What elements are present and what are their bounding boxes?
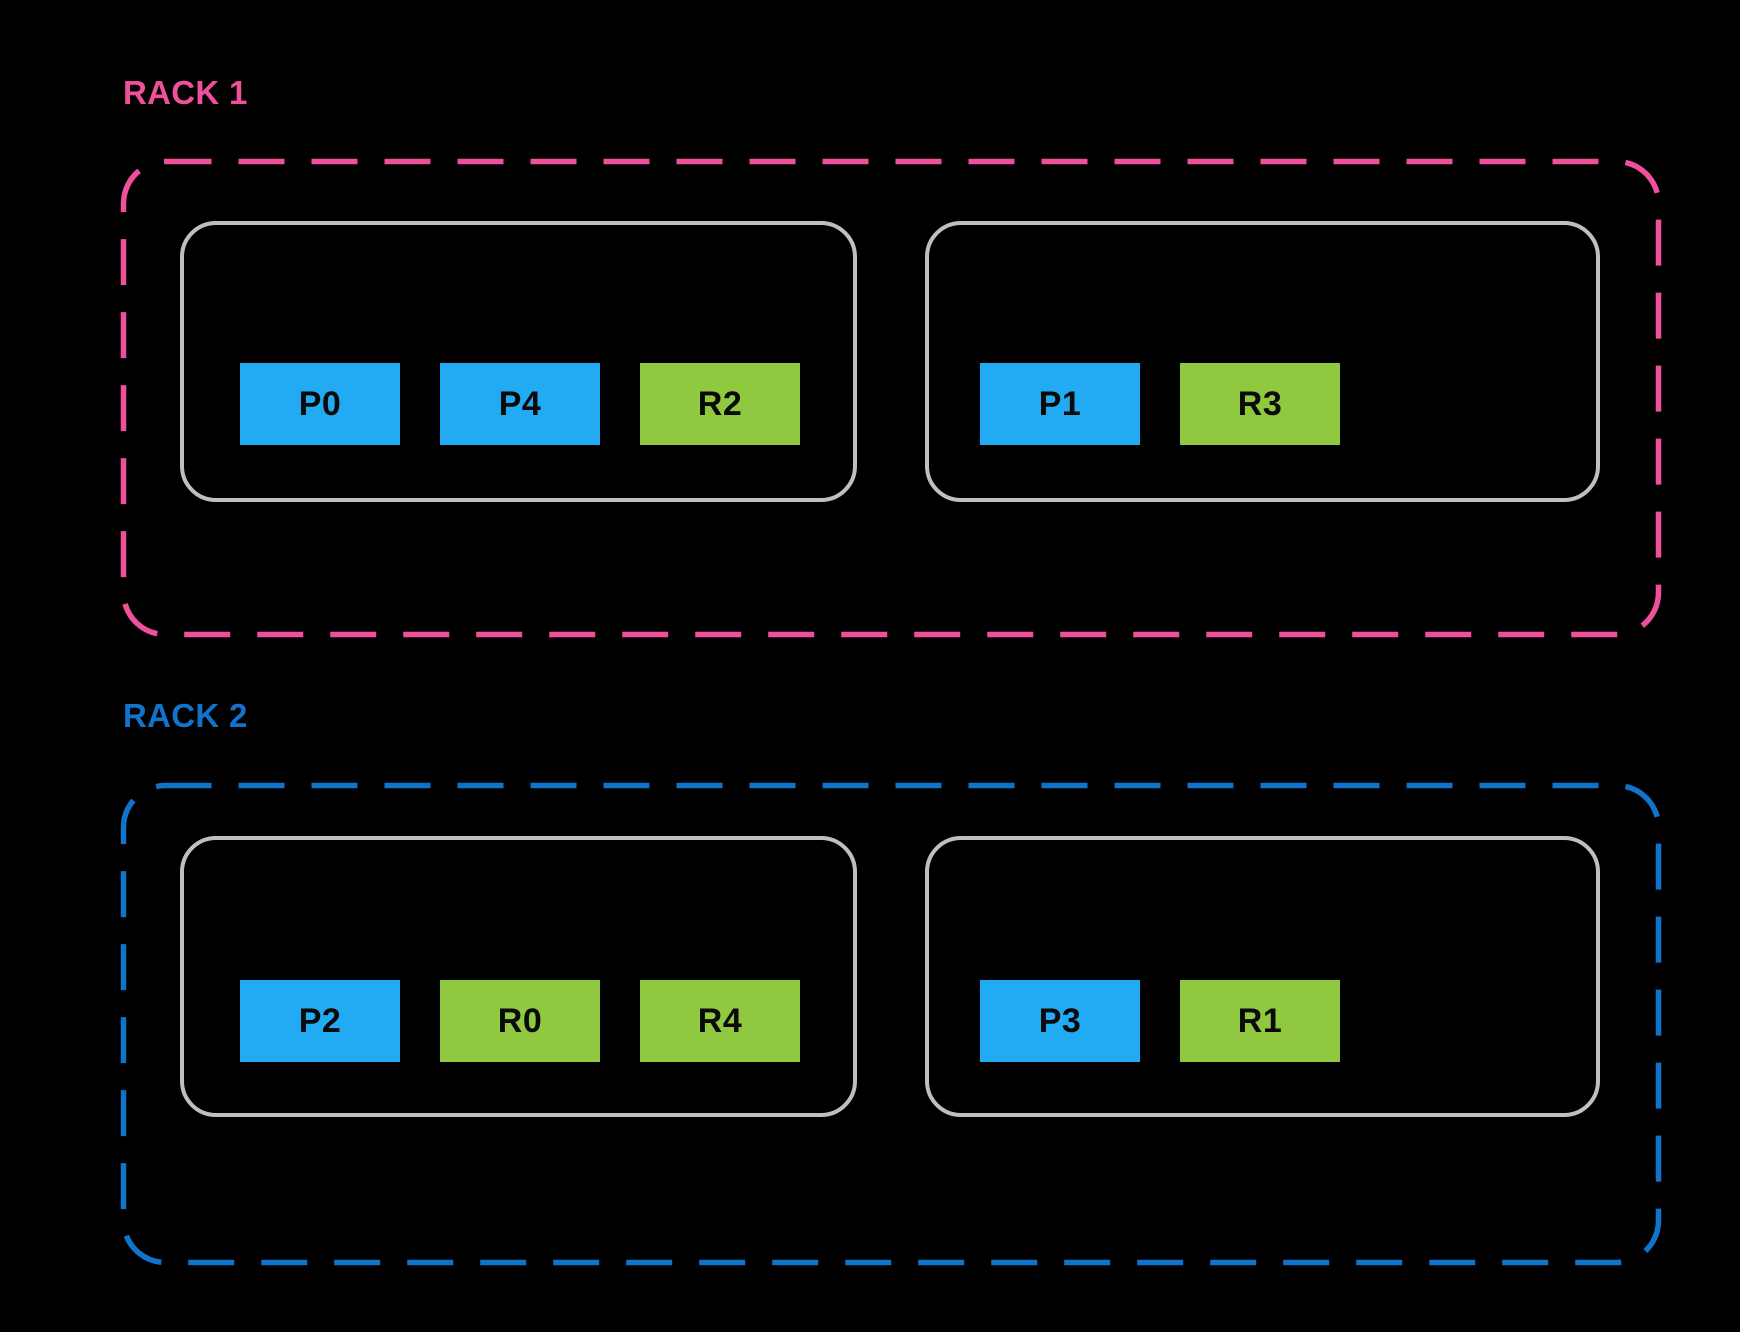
rack1-label: RACK 1 — [123, 74, 248, 111]
block-r4-label: R4 — [697, 1001, 743, 1040]
block-r2-label: R2 — [697, 384, 743, 423]
block-p2: P2 — [240, 980, 400, 1062]
block-r0-label: R0 — [497, 1001, 543, 1040]
rack2-dashed-rect — [120, 782, 1662, 1266]
block-p1: P1 — [980, 363, 1140, 445]
rack2-label: RACK 2 — [123, 697, 248, 734]
rack2-node1-box — [180, 836, 857, 1117]
block-r0: R0 — [440, 980, 600, 1062]
block-p3: P3 — [980, 980, 1140, 1062]
block-r3-label: R3 — [1237, 384, 1283, 423]
block-r1: R1 — [1180, 980, 1340, 1062]
block-p2-label: P2 — [298, 1001, 342, 1040]
block-r1-label: R1 — [1237, 1001, 1283, 1040]
block-p0-label: P0 — [298, 384, 342, 423]
rack2-dashed-outline — [120, 782, 1662, 1266]
block-p4-label: P4 — [498, 384, 542, 423]
rack2-node2-box — [925, 836, 1600, 1117]
rack1-dashed-outline — [120, 158, 1662, 638]
block-r3: R3 — [1180, 363, 1340, 445]
block-r2: R2 — [640, 363, 800, 445]
block-p3-label: P3 — [1038, 1001, 1082, 1040]
rack1-dashed-rect — [120, 158, 1662, 638]
block-r4: R4 — [640, 980, 800, 1062]
rack1-node1-box — [180, 221, 857, 502]
block-p4: P4 — [440, 363, 600, 445]
block-p0: P0 — [240, 363, 400, 445]
block-p1-label: P1 — [1038, 384, 1082, 423]
rack1-node2-box — [925, 221, 1600, 502]
